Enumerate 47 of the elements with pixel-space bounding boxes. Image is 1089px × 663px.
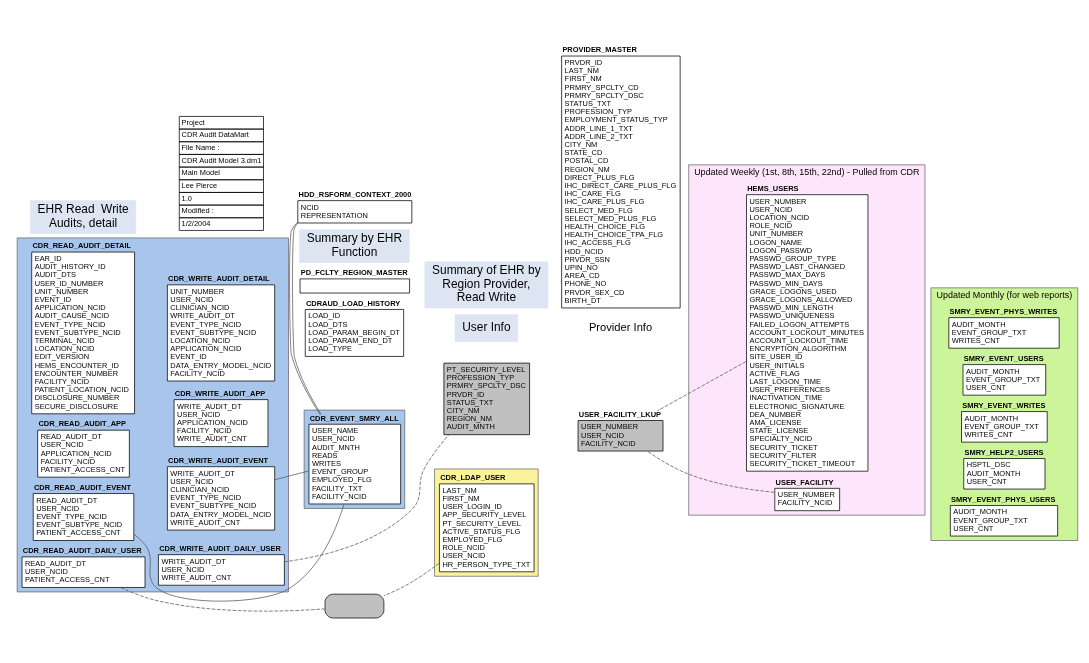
node-label: CDR_EVENT_SMRY_ALL bbox=[309, 413, 399, 423]
node-label: CDR_WRITE_AUDIT_EVENT bbox=[168, 455, 269, 465]
node-label: CDR_READ_AUDIT_EVENT bbox=[33, 482, 132, 492]
connector bbox=[133, 503, 345, 601]
node-label: CDR_READ_AUDIT_DETAIL bbox=[32, 240, 132, 250]
node-box: Summary by EHR Function bbox=[299, 228, 410, 263]
node-label: CDR_WRITE_AUDIT_DETAIL bbox=[168, 273, 270, 283]
node-label: SMRY_EVENT_WRITES bbox=[962, 400, 1046, 410]
node-label: CDRAUD_LOAD_HISTORY bbox=[306, 298, 401, 308]
node-label: SMRY_EVENT_USERS bbox=[963, 353, 1044, 363]
cluster bbox=[434, 468, 539, 577]
node-label: HEMS_USERS bbox=[747, 183, 799, 193]
node-label: SMRY_HELP2_USERS bbox=[964, 447, 1044, 457]
connector bbox=[383, 562, 440, 596]
connector bbox=[274, 470, 309, 480]
label: 1/2/2004 bbox=[181, 218, 211, 228]
connector bbox=[120, 586, 326, 611]
connector bbox=[283, 433, 450, 562]
cluster bbox=[16, 237, 289, 592]
node-label: CDR_WRITE_AUDIT_APP bbox=[174, 388, 266, 398]
cluster bbox=[303, 409, 406, 509]
node-label: SMRY_EVENT_PHYS_WRITES bbox=[949, 306, 1058, 316]
label: Main Model bbox=[181, 167, 220, 177]
node-label: HDD_RSFORM_CONTEXT_2000 bbox=[298, 189, 412, 199]
label: CDR Audit DataMart bbox=[181, 129, 249, 139]
node-label: USER_FACILITY_LKUP bbox=[578, 409, 662, 419]
label: Provider Info bbox=[588, 320, 653, 333]
label: File Name : bbox=[181, 142, 220, 152]
node-label: CDR_LDAP_USER bbox=[440, 472, 506, 482]
label: CDR Audit Model 3.dm1 bbox=[181, 155, 262, 165]
label: Project bbox=[181, 117, 205, 127]
label: Modified : bbox=[181, 205, 214, 215]
node-label: SMRY_EVENT_PHYS_USERS bbox=[951, 494, 1056, 504]
node-box: User Info bbox=[454, 313, 519, 342]
label: 1.0 bbox=[181, 193, 192, 203]
node-box: EHR Read Write Audits, detail bbox=[30, 199, 137, 234]
node-label: CDR_READ_AUDIT_DAILY_USER bbox=[22, 545, 142, 555]
connector bbox=[657, 360, 747, 411]
node-label: PD_FCLTY_REGION_MASTER bbox=[300, 267, 408, 277]
connector bbox=[647, 450, 775, 493]
node-label: CDR_WRITE_AUDIT_DAILY_USER bbox=[159, 543, 281, 553]
label: Lee Pierce bbox=[181, 180, 218, 190]
node-box: Summary of EHR by Region Provider, Read Write bbox=[424, 260, 549, 308]
node-label: PROVIDER_MASTER bbox=[562, 44, 637, 54]
node-label: USER_FACILITY bbox=[775, 477, 834, 487]
node-box bbox=[324, 593, 385, 618]
node-label: CDR_READ_AUDIT_APP bbox=[38, 418, 127, 428]
